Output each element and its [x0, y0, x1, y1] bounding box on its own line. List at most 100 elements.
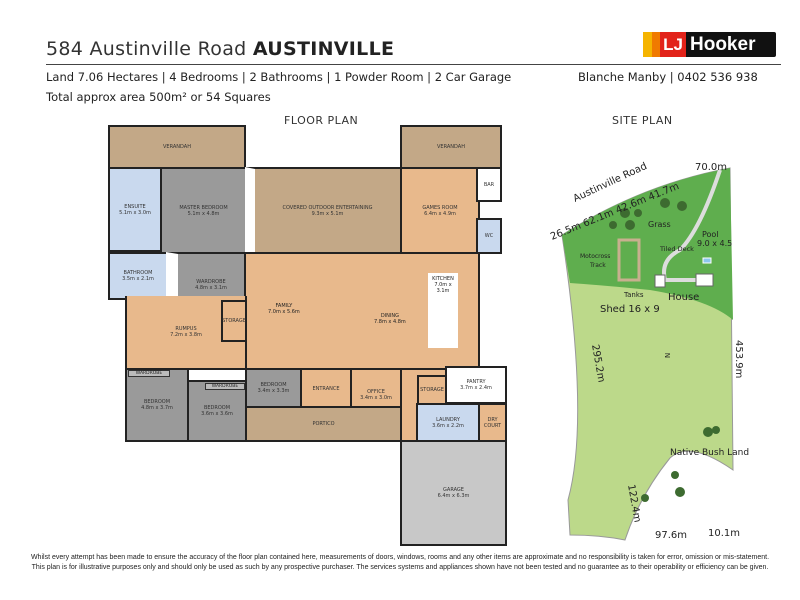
room-label: BATHROOM [123, 270, 153, 276]
room-label: 9.3m x 5.1m [311, 210, 344, 217]
room-label: STORAGE [420, 387, 444, 393]
room-label: VERANDAH [437, 144, 465, 150]
room-label: 7.8m x 4.8m [374, 319, 406, 325]
shed [654, 274, 666, 288]
room-label: BEDROOM [203, 405, 231, 411]
room-label: VERANDAH [163, 144, 191, 150]
shed-label: Shed 16 x 9 [600, 304, 660, 315]
dim-453: 453.9m [733, 340, 744, 378]
room-label: STORAGE [222, 318, 246, 324]
room-storage: STORAGE [221, 300, 247, 342]
room-label: 7.2m x 3.8m [170, 332, 202, 338]
room-label: DRY COURT [483, 416, 502, 429]
room-label: WARDROBE [196, 279, 226, 285]
disclaimer-line-1: Whilst every attempt has been made to en… [30, 554, 770, 561]
room-label: BEDROOM [143, 399, 171, 405]
house [695, 273, 714, 287]
room-label: FAMILY [275, 303, 293, 309]
room-label: 7.0m x 3.1m [434, 282, 452, 294]
room-label: LAUNDRY [436, 416, 460, 423]
room-label: PANTRY [466, 379, 486, 385]
room-dry-court: DRY COURT [478, 403, 507, 442]
room-label: ENSUITE [124, 203, 146, 210]
dim-70: 70.0m [695, 162, 727, 173]
trees [609, 198, 720, 502]
room-label: 3.5m x 2.1m [122, 276, 154, 282]
header-divider [46, 64, 781, 65]
room-verandah-right: VERANDAH [400, 125, 502, 169]
title-address: 584 Austinville Road [46, 38, 247, 60]
room-storage-2: STORAGE [417, 375, 447, 405]
room-label: 6.4m x 4.9m [424, 210, 456, 217]
deck-label: Tiled Deck [659, 245, 694, 253]
wardrobe-2: WARDROBE [205, 383, 245, 390]
room-label: ENTRANCE [312, 386, 340, 392]
room-label: 3.6m x 2.2m [432, 422, 464, 429]
motocross-track [617, 238, 641, 282]
floor-plan-heading: FLOOR PLAN [284, 114, 359, 127]
room-label: GAMES ROOM [422, 204, 458, 211]
page-title: 584 Austinville Road AUSTINVILLE [46, 38, 394, 60]
room-label: 6.4m x 6.3m [437, 493, 470, 499]
room-label: PORTICO [312, 421, 335, 427]
room-label: OFFICE [367, 389, 385, 395]
room-label: 3.4m x 3.0m [360, 395, 392, 401]
room-label: BAR [483, 181, 495, 188]
dim-10: 10.1m [708, 528, 740, 539]
pool-size: 9.0 x 4.5 [697, 239, 732, 248]
room-label: WC [484, 233, 494, 239]
site-plan: Austinville Road 26.5m 62.1m 42.6m 41.7m… [549, 161, 749, 541]
room-label: 5.1m x 4.8m [187, 210, 220, 217]
room-label: 7.0m x 5.6m [268, 309, 300, 315]
room-label: 4.8m x 3.1m [195, 285, 227, 291]
property-summary: Land 7.06 Hectares | 4 Bedrooms | 2 Bath… [46, 70, 512, 84]
title-suburb: AUSTINVILLE [252, 38, 395, 60]
driveway [662, 169, 722, 282]
room-label: 3.4m x 3.3m [257, 388, 290, 394]
site-plan-heading: SITE PLAN [612, 114, 673, 127]
room-label: 3.6m x 3.6m [201, 411, 233, 417]
room-label: DINING [380, 313, 399, 319]
pool-label: Pool [702, 230, 719, 239]
dim-97: 97.6m [655, 530, 687, 541]
agent-contact: Blanche Manby | 0402 536 938 [578, 70, 758, 84]
room-label: RUMPUS [175, 326, 197, 332]
room-label: 5.1m x 3.0m [119, 209, 151, 216]
room-label: COVERED OUTDOOR ENTERTAINING [282, 204, 373, 211]
room-label: KITCHEN [432, 276, 454, 282]
room-wc: WC [476, 218, 502, 254]
track-label-1: Motocross [580, 253, 610, 260]
room-label: 4.8m x 3.7m [141, 405, 173, 411]
wardrobe-1: WARDROBE [128, 370, 170, 377]
room-portico: PORTICO [245, 406, 402, 442]
house-label: House [668, 292, 699, 303]
grass-label: Grass [648, 220, 671, 229]
room-label: 3.7m x 2.4m [460, 385, 492, 391]
track-label-2: Track [589, 262, 606, 269]
room-label: GARAGE [443, 487, 464, 493]
room-entrance: ENTRANCE [300, 368, 352, 408]
pool [702, 257, 712, 264]
room-verandah-left: VERANDAH [108, 125, 246, 169]
total-area: Total approx area 500m² or 54 Squares [46, 90, 271, 104]
room-bar: BAR [476, 167, 502, 202]
bush-label: Native Bush Land [670, 448, 749, 458]
north-arrow: N [664, 353, 672, 358]
tanks-label: Tanks [623, 291, 644, 299]
